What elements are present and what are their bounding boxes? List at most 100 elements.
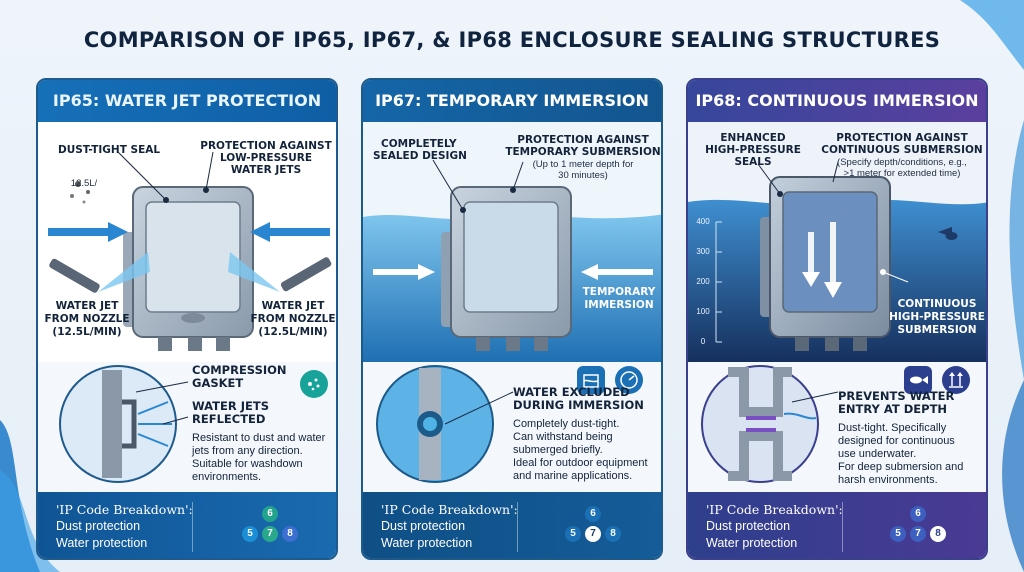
label-protection-3: WATER JETS bbox=[230, 164, 302, 176]
desc-line-4: For deep submersion and bbox=[838, 461, 964, 473]
label-sealed-design: SEALED DESIGN bbox=[373, 150, 467, 162]
water-spray-icon bbox=[300, 370, 328, 398]
pressure-arrows-icon bbox=[942, 366, 970, 394]
ip-code-breakdown: 'IP Code Breakdown': Dust protection Wat… bbox=[38, 492, 336, 558]
gasket-label-1: COMPRESSION bbox=[192, 363, 287, 377]
fish-icon bbox=[904, 366, 932, 394]
label-protection-1: PROTECTION AGAINST bbox=[200, 140, 332, 152]
depth-tick-0: 0 bbox=[700, 337, 706, 346]
dust-digit: 6 bbox=[262, 506, 278, 522]
desc-line-2: jets from any direction. bbox=[192, 445, 303, 457]
excluded-label-2: DURING IMMERSION bbox=[513, 398, 644, 412]
desc-line-3: Suitable for washdown bbox=[192, 458, 303, 470]
jet-right-3: (12.5L/MIN) bbox=[258, 326, 328, 338]
desc-line-3: submerged briefly. bbox=[513, 444, 603, 456]
label-completely: COMPLETELY bbox=[381, 138, 457, 150]
label-protection-3: (Up to 1 meter depth for bbox=[532, 159, 634, 170]
reflect-label-2: REFLECTED bbox=[192, 412, 266, 426]
ip68-scene: ENHANCED HIGH-PRESSURE SEALS PROTECTION … bbox=[688, 122, 986, 362]
label-protection-1: PROTECTION AGAINST bbox=[517, 134, 649, 146]
depth-tick-400: 400 bbox=[696, 217, 710, 226]
breakdown-title: 'IP Code Breakdown': bbox=[56, 502, 193, 517]
jet-right-2: FROM NOZZLE bbox=[250, 313, 336, 325]
panel-header: IP68: CONTINUOUS IMMERSION bbox=[688, 80, 986, 122]
water-digit-5: 5 bbox=[242, 526, 258, 542]
breakdown-title: 'IP Code Breakdown': bbox=[706, 502, 843, 517]
jet-left-3: (12.5L/MIN) bbox=[52, 326, 122, 338]
ip68-seal-illustration bbox=[701, 365, 839, 483]
label-protection-3: (Specify depth/conditions, e.g., bbox=[837, 157, 967, 168]
label-protection-1: PROTECTION AGAINST bbox=[836, 132, 968, 144]
water-protection-label: Water protection bbox=[381, 536, 473, 550]
water-digit-7: 7 bbox=[910, 526, 926, 542]
desc-line-2: designed for continuous bbox=[838, 435, 955, 447]
desc-line-4: Ideal for outdoor equipment bbox=[513, 457, 648, 469]
dust-digit: 6 bbox=[910, 506, 926, 522]
dust-protection-label: Dust protection bbox=[56, 519, 141, 533]
prevent-label-1: PREVENTS WATER bbox=[838, 389, 955, 403]
water-level-icon bbox=[577, 366, 605, 394]
page-title: COMPARISON OF IP65, IP67, & IP68 ENCLOSU… bbox=[83, 28, 941, 52]
desc-line-3: use underwater. bbox=[838, 448, 917, 460]
prevent-label-2: ENTRY AT DEPTH bbox=[838, 402, 948, 416]
label-protection-4: >1 meter for extended time) bbox=[843, 168, 961, 179]
ip-code-breakdown: 'IP Code Breakdown': Dust protection Wat… bbox=[688, 492, 986, 558]
ip65-enclosure-illustration bbox=[48, 151, 332, 351]
temporary-label-2: IMMERSION bbox=[584, 299, 654, 311]
dust-digit: 6 bbox=[585, 506, 601, 522]
water-protection-label: Water protection bbox=[56, 536, 148, 550]
water-digit-5: 5 bbox=[565, 526, 581, 542]
water-digit-5: 5 bbox=[890, 526, 906, 542]
label-seals: SEALS bbox=[734, 156, 772, 168]
desc-line-4: environments. bbox=[192, 471, 262, 483]
dust-protection-label: Dust protection bbox=[381, 519, 466, 533]
label-protection-4: 30 minutes) bbox=[558, 170, 608, 181]
excluded-label-1: WATER EXCLUDED bbox=[513, 385, 630, 399]
temporary-label-1: TEMPORARY bbox=[582, 286, 656, 298]
gasket-label-2: GASKET bbox=[192, 376, 244, 390]
desc-line-5: harsh environments. bbox=[838, 474, 938, 486]
desc-line-1: Completely dust-tight. bbox=[513, 418, 620, 430]
ip67-detail: WATER EXCLUDED DURING IMMERSION Complete… bbox=[363, 362, 661, 492]
water-protection-label: Water protection bbox=[706, 536, 798, 550]
water-digit-7: 7 bbox=[585, 526, 601, 542]
label-protection-2: TEMPORARY SUBMERSION bbox=[505, 146, 661, 158]
water-digit-8: 8 bbox=[930, 526, 946, 542]
ip65-scene: DUST-TIGHT SEAL PROTECTION AGAINST LOW-P… bbox=[38, 122, 336, 362]
water-digit-8: 8 bbox=[282, 526, 298, 542]
label-dust-tight-seal: DUST-TIGHT SEAL bbox=[58, 144, 161, 156]
panel-ip67: IP67: TEMPORARY IMMERSION bbox=[361, 78, 663, 560]
continuous-label-3: SUBMERSION bbox=[897, 324, 977, 336]
desc-line-5: and marine applications. bbox=[513, 470, 633, 482]
reflect-label-1: WATER JETS bbox=[192, 399, 269, 413]
panel-ip65: IP65: WATER JET PROTECTION bbox=[36, 78, 338, 560]
depth-tick-200: 200 bbox=[696, 277, 710, 286]
desc-line-1: Resistant to dust and water bbox=[192, 432, 326, 444]
water-digit-7: 7 bbox=[262, 526, 278, 542]
dust-protection-label: Dust protection bbox=[706, 519, 791, 533]
depth-tick-100: 100 bbox=[696, 307, 710, 316]
ip65-detail: COMPRESSION GASKET WATER JETS REFLECTED … bbox=[38, 362, 336, 492]
desc-line-2: Can withstand being bbox=[513, 431, 613, 443]
jet-left-2: FROM NOZZLE bbox=[44, 313, 130, 325]
panel-header: IP67: TEMPORARY IMMERSION bbox=[363, 80, 661, 122]
label-protection-2: CONTINUOUS SUBMERSION bbox=[821, 144, 983, 156]
ip68-detail: PREVENTS WATER ENTRY AT DEPTH Dust-tight… bbox=[688, 362, 986, 492]
panel-header: IP65: WATER JET PROTECTION bbox=[38, 80, 336, 122]
ip68-enclosure-illustration bbox=[688, 122, 986, 362]
label-high-pressure: HIGH-PRESSURE bbox=[705, 144, 801, 156]
jet-right-1: WATER JET bbox=[261, 300, 325, 312]
ip67-seal-illustration bbox=[376, 365, 514, 483]
ip67-enclosure-illustration bbox=[363, 122, 661, 362]
ip65-gasket-illustration bbox=[59, 365, 189, 483]
ip67-scene: COMPLETELY SEALED DESIGN PROTECTION AGAI… bbox=[363, 122, 661, 362]
jet-left-1: WATER JET bbox=[55, 300, 119, 312]
ip-code-breakdown: 'IP Code Breakdown': Dust protection Wat… bbox=[363, 492, 661, 558]
continuous-label-1: CONTINUOUS bbox=[897, 298, 977, 310]
dust-value: 12.5L/ bbox=[70, 178, 98, 189]
desc-line-1: Dust-tight. Specifically bbox=[838, 422, 947, 434]
depth-tick-300: 300 bbox=[696, 247, 710, 256]
gauge-icon bbox=[615, 366, 643, 394]
label-enhanced: ENHANCED bbox=[720, 132, 786, 144]
